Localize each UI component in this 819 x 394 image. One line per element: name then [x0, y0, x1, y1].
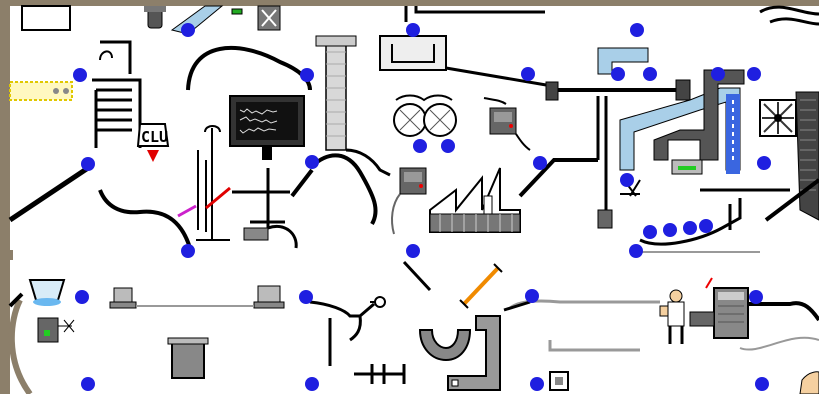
monitor-screen[interactable]	[229, 95, 305, 160]
wire-vertical-right	[596, 96, 608, 210]
scientist-character[interactable]	[659, 289, 685, 344]
wire-right-diagonal	[764, 178, 819, 222]
x-ray-box[interactable]	[257, 5, 281, 31]
top-left-wall-box	[21, 5, 71, 31]
wrench-magnet[interactable]	[418, 329, 472, 362]
path-node-24[interactable]	[699, 219, 713, 233]
blue-duct-system	[597, 47, 741, 174]
crosshair-rig	[232, 168, 290, 228]
path-node-29[interactable]	[81, 377, 95, 391]
path-node-7[interactable]	[611, 67, 625, 81]
path-node-14[interactable]	[620, 173, 634, 187]
laser-red	[205, 186, 231, 210]
path-node-5[interactable]	[300, 68, 314, 82]
path-node-21[interactable]	[643, 225, 657, 239]
clu-label: CLU	[141, 128, 168, 146]
rig-base-block	[243, 227, 269, 241]
wire-curve-mid-left	[98, 189, 192, 249]
computer-left[interactable]	[109, 287, 137, 309]
floor-boundary	[7, 250, 33, 394]
right-pipe-assembly	[379, 35, 447, 71]
dark-duct	[653, 69, 745, 175]
wire-bottom-left	[8, 292, 24, 308]
green-indicator[interactable]	[231, 8, 243, 15]
wire-mid-center	[290, 153, 378, 225]
long-pipe-blocks	[545, 79, 691, 101]
workbench-machine[interactable]	[689, 277, 749, 339]
cable-black-bottom	[503, 300, 531, 312]
wire-centre-down	[345, 148, 391, 177]
path-node-25[interactable]	[75, 290, 89, 304]
worker-bottom-right[interactable]	[799, 371, 819, 394]
path-node-3[interactable]	[630, 23, 644, 37]
gas-tank	[144, 6, 166, 29]
orange-laser-beam[interactable]	[459, 263, 503, 309]
path-node-20[interactable]	[629, 244, 643, 258]
lever-black[interactable]	[402, 260, 432, 292]
wire-right-curve	[639, 198, 742, 246]
wire-bottom-right	[748, 301, 819, 322]
industrial-fan[interactable]	[759, 99, 797, 137]
path-node-6[interactable]	[521, 67, 535, 81]
plumbing-pipe	[309, 300, 375, 342]
valve-wheel[interactable]	[370, 296, 386, 308]
path-node-2[interactable]	[406, 23, 420, 37]
path-node-30[interactable]	[305, 377, 319, 391]
path-node-18[interactable]	[181, 244, 195, 258]
microscope-stand	[196, 125, 230, 241]
path-node-19[interactable]	[406, 244, 420, 258]
path-node-26[interactable]	[299, 290, 313, 304]
path-node-16[interactable]	[413, 139, 427, 153]
hose-bottom-right	[739, 336, 819, 351]
crane-hook	[99, 40, 132, 74]
horizontal-pipe	[445, 66, 553, 88]
wire-right-long	[700, 188, 790, 230]
path-node-12[interactable]	[305, 155, 319, 169]
wire-diagonal-mid-right	[518, 158, 598, 198]
glass-funnel[interactable]	[28, 279, 66, 306]
path-node-17[interactable]	[441, 139, 455, 153]
conveyor-belt[interactable]	[9, 81, 73, 101]
center-grey-pipe	[315, 35, 357, 151]
path-node-27[interactable]	[525, 289, 539, 303]
path-node-22[interactable]	[663, 223, 677, 237]
twin-fans[interactable]	[393, 94, 457, 137]
path-node-23[interactable]	[683, 221, 697, 235]
pipe-clamp	[354, 364, 406, 384]
path-node-31[interactable]	[530, 377, 544, 391]
green-light-machine[interactable]	[37, 317, 75, 343]
factory-press	[429, 167, 521, 233]
laser-magenta	[177, 204, 197, 218]
control-box-lower[interactable]	[391, 167, 427, 235]
path-node-4[interactable]	[73, 68, 87, 82]
path-node-28[interactable]	[749, 290, 763, 304]
path-node-15[interactable]	[757, 156, 771, 170]
path-node-1[interactable]	[181, 23, 195, 37]
l-shaped-crane	[447, 315, 501, 391]
path-node-11[interactable]	[81, 157, 95, 171]
computer-right[interactable]	[253, 285, 285, 309]
path-node-9[interactable]	[711, 67, 725, 81]
node-layer	[73, 23, 771, 391]
right-wall-machine	[795, 91, 819, 221]
control-box-upper[interactable]	[483, 97, 531, 151]
board-floor	[10, 6, 819, 394]
path-node-13[interactable]	[533, 156, 547, 170]
clu-arrow	[147, 150, 159, 162]
trash-bin[interactable]	[167, 337, 209, 379]
path-node-10[interactable]	[747, 67, 761, 81]
top-right-loop	[759, 5, 819, 26]
top-center-pipe	[404, 6, 545, 22]
clu-robot[interactable]: CLU	[136, 123, 170, 162]
path-node-32[interactable]	[755, 377, 769, 391]
wire-mid-arc	[267, 225, 298, 249]
path-node-8[interactable]	[643, 67, 657, 81]
small-square-box[interactable]	[549, 371, 569, 391]
wire-diagonal-left	[8, 165, 90, 223]
